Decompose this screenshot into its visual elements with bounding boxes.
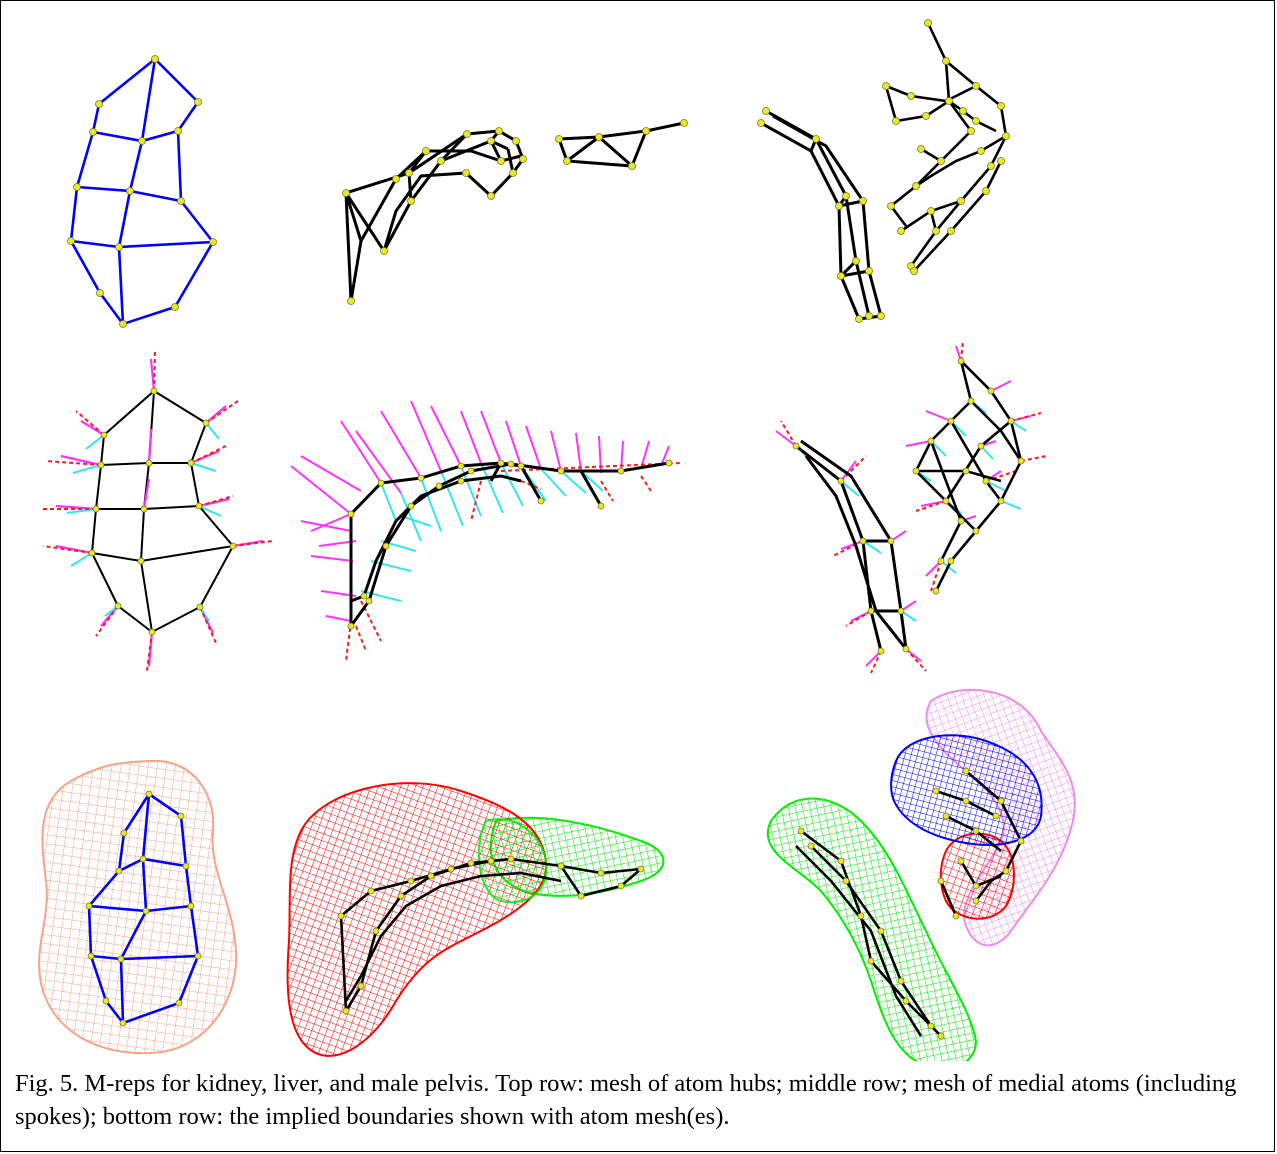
- figure-caption: Fig. 5. M-reps for kidney, liver, and ma…: [15, 1067, 1265, 1133]
- liver-implied-boundary: [288, 783, 664, 1056]
- kidney-atom-hub-mesh: [68, 56, 217, 328]
- liver-atom-hub-mesh: [343, 120, 688, 305]
- figure-panels: [1, 1, 1276, 1061]
- kidney-implied-boundary: [39, 761, 236, 1053]
- kidney-medial-atom-mesh: [41, 351, 273, 671]
- liver-medial-atom-mesh: [291, 401, 681, 661]
- pelvis-atom-hub-mesh: [758, 20, 1010, 323]
- pelvis-medial-atom-mesh: [776, 341, 1046, 673]
- pelvis-implied-boundaries: [768, 690, 1075, 1061]
